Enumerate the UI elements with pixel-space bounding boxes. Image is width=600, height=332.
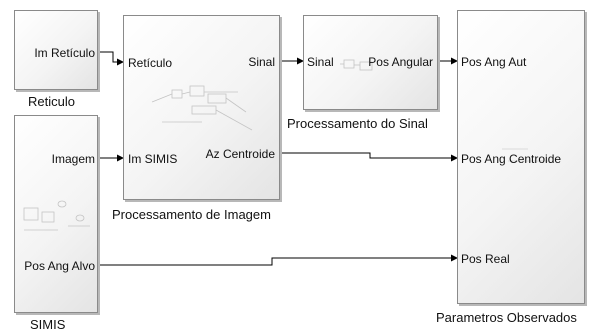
wire-reticulo xyxy=(98,51,124,66)
processamento-imagem-label: Processamento de Imagem xyxy=(112,207,271,222)
port-im-reticulo: Im Retículo xyxy=(34,46,95,60)
port-imagem: Imagem xyxy=(51,152,95,166)
port-reticulo-in: Retículo xyxy=(128,56,173,70)
port-pos-real-in: Pos Real xyxy=(461,252,510,266)
port-pos-ang-alvo: Pos Ang Alvo xyxy=(24,259,95,273)
processamento-sinal-inner-thumbnail xyxy=(340,59,373,71)
simis-label: SIMIS xyxy=(30,317,66,332)
parametros-inner-thumbnail xyxy=(502,148,548,162)
parametros-observados-block[interactable]: Pos Ang Aut Pos Ang Centroide Pos Real xyxy=(457,10,585,304)
simis-inner-thumbnail xyxy=(23,200,90,231)
port-pos-angular-out: Pos Angular xyxy=(368,55,433,69)
simis-block[interactable]: Imagem Pos Ang Alvo xyxy=(14,115,98,313)
port-sinal-in: Sinal xyxy=(307,55,334,69)
processamento-sinal-label: Processamento do Sinal xyxy=(287,116,428,131)
port-az-centroide-out: Az Centroide xyxy=(205,147,275,161)
reticulo-block[interactable]: Im Retículo xyxy=(14,10,98,90)
port-im-simis-in: Im SIMIS xyxy=(128,152,178,166)
wire-az-centroide xyxy=(280,152,458,162)
reticulo-label: Reticulo xyxy=(28,94,75,109)
wire-pos-ang-alvo xyxy=(98,254,458,266)
parametros-observados-label: Parametros Observados xyxy=(436,310,577,325)
processamento-imagem-inner-thumbnail xyxy=(151,85,253,131)
processamento-imagem-block[interactable]: Retículo Sinal Im SIMIS Az Centroide xyxy=(123,15,280,200)
port-pos-ang-aut-in: Pos Ang Aut xyxy=(461,55,527,69)
port-pos-ang-centroide-in: Pos Ang Centroide xyxy=(461,152,562,166)
processamento-sinal-block[interactable]: Sinal Pos Angular xyxy=(303,15,438,110)
port-sinal-out: Sinal xyxy=(248,55,275,69)
